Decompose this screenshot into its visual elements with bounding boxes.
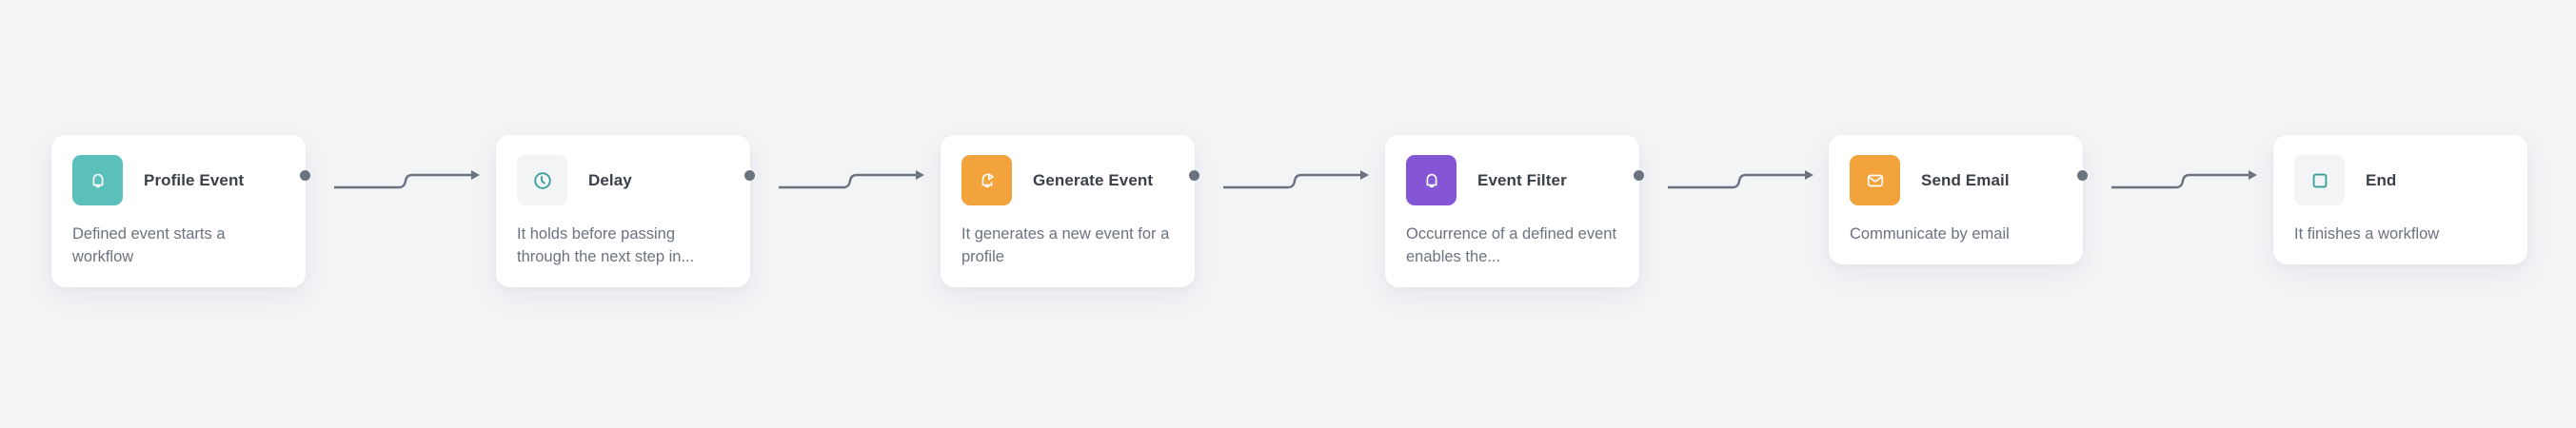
node-event-filter[interactable]: Event Filter Occurrence of a defined eve…: [1385, 135, 1644, 287]
square-stop-icon: [2294, 155, 2345, 205]
bell-icon: [1406, 155, 1456, 205]
node-description: Occurrence of a defined event enables th…: [1406, 225, 1617, 265]
node-title: Event Filter: [1477, 170, 1567, 189]
node-delay[interactable]: Delay It holds before passing through th…: [496, 135, 755, 287]
connector-arrow[interactable]: [2108, 162, 2260, 200]
output-port[interactable]: [1634, 170, 1644, 181]
output-port[interactable]: [744, 170, 755, 181]
node-description: It holds before passing through the next…: [517, 225, 695, 265]
node-description: It finishes a workflow: [2294, 225, 2440, 243]
output-port[interactable]: [300, 170, 310, 181]
node-send-email[interactable]: Send Email Communicate by email: [1829, 135, 2088, 264]
connector-arrow[interactable]: [330, 162, 483, 200]
node-description: It generates a new event for a profile: [961, 225, 1170, 265]
node-generate-event[interactable]: Generate Event It generates a new event …: [941, 135, 1199, 287]
connector-arrow[interactable]: [1664, 162, 1816, 200]
node-profile-event[interactable]: Profile Event Defined event starts a wor…: [51, 135, 310, 287]
node-end[interactable]: End It finishes a workflow: [2273, 135, 2527, 264]
node-description: Defined event starts a workflow: [72, 225, 226, 265]
node-title: End: [2366, 170, 2397, 189]
output-port[interactable]: [1189, 170, 1199, 181]
node-title: Delay: [588, 170, 632, 189]
connector-arrow[interactable]: [1219, 162, 1372, 200]
node-title: Send Email: [1921, 170, 2010, 189]
connector-arrow[interactable]: [775, 162, 927, 200]
output-port[interactable]: [2077, 170, 2088, 181]
bell-icon: [72, 155, 123, 205]
node-description: Communicate by email: [1850, 225, 2010, 243]
bell-play-icon: [961, 155, 1012, 205]
node-title: Profile Event: [144, 170, 245, 189]
envelope-icon: [1850, 155, 1900, 205]
clock-icon: [517, 155, 567, 205]
node-title: Generate Event: [1033, 170, 1154, 189]
